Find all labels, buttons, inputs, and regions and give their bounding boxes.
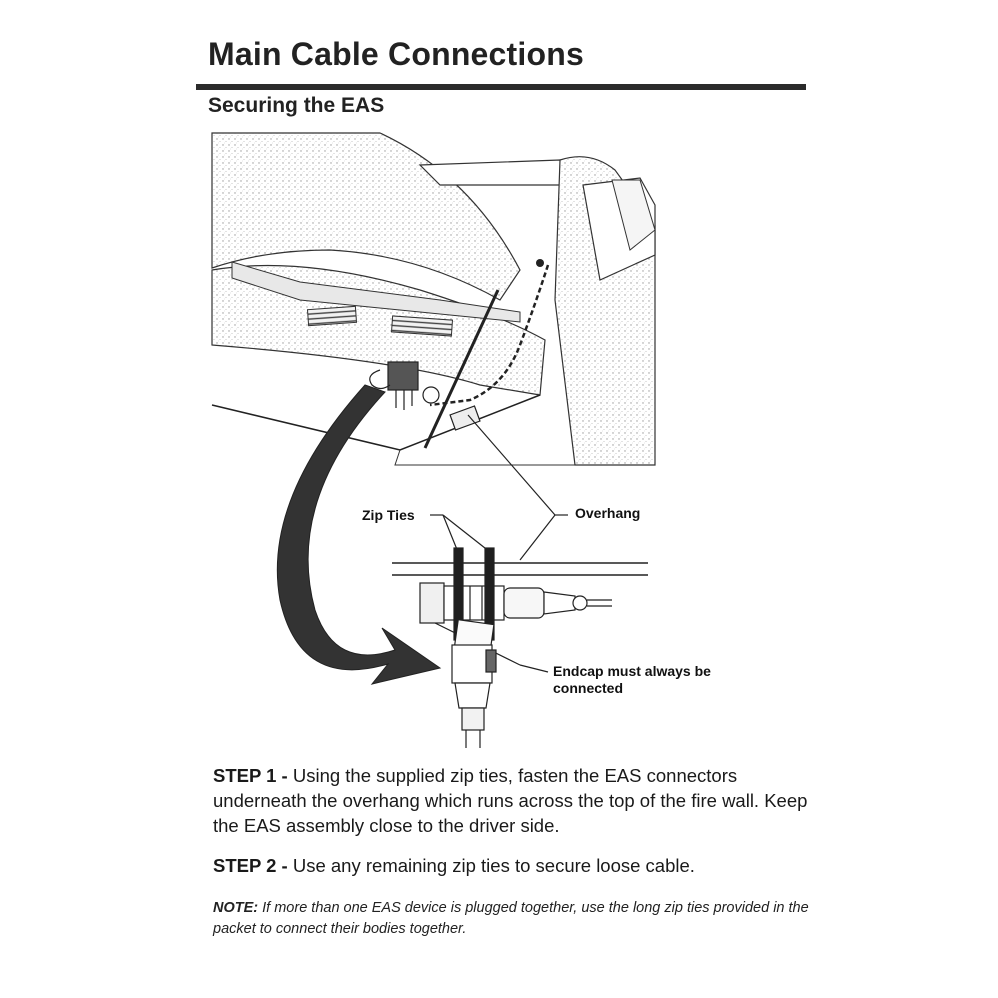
step-1-label: STEP 1 -: [213, 765, 288, 786]
step-1-text: Using the supplied zip ties, fasten the …: [213, 765, 808, 836]
title-divider: [196, 84, 806, 90]
leader-lines: [430, 414, 568, 673]
overhang-label: Overhang: [575, 505, 641, 521]
step-1: STEP 1 - Using the supplied zip ties, fa…: [213, 763, 813, 838]
note-label: NOTE:: [213, 900, 259, 916]
section-subtitle: Securing the EAS: [208, 94, 385, 117]
step-2-label: STEP 2 -: [213, 855, 288, 876]
step-2-text: Use any remaining zip ties to secure loo…: [292, 855, 695, 876]
connector-detail: [392, 547, 648, 748]
note: NOTE: If more than one EAS device is plu…: [213, 898, 813, 940]
curved-arrow: [276, 384, 442, 685]
car-hood-illustration: [211, 132, 656, 466]
step-2: STEP 2 - Use any remaining zip ties to s…: [213, 853, 813, 878]
page-title: Main Cable Connections: [208, 36, 584, 72]
endcap-label: Endcap must always be connected: [553, 663, 711, 696]
zip-ties-label: Zip Ties: [362, 507, 415, 523]
note-text: If more than one EAS device is plugged t…: [213, 900, 809, 937]
